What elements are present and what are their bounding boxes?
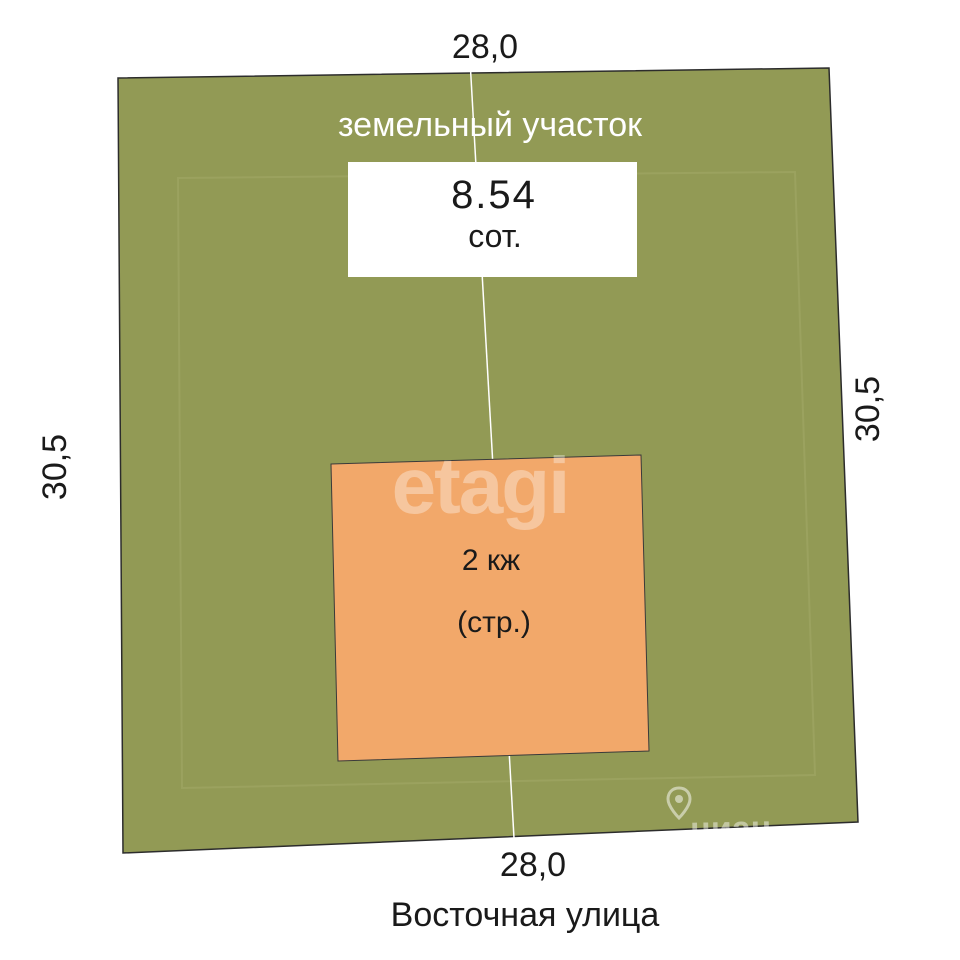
plot-title: земельный участок bbox=[337, 106, 643, 144]
dimension-right: 30,5 bbox=[849, 375, 887, 443]
house-footprint bbox=[330, 454, 650, 762]
location-pin-icon bbox=[666, 786, 692, 820]
house-label: 2 кж bbox=[461, 544, 521, 577]
area-value: 8.54 bbox=[451, 173, 537, 217]
etagi-watermark: etagi bbox=[391, 441, 571, 530]
dimension-left: 30,5 bbox=[36, 433, 74, 501]
house-status: (стр.) bbox=[457, 606, 531, 639]
street-name: Восточная улица bbox=[390, 896, 660, 934]
dimension-top: 28,0 bbox=[451, 28, 519, 66]
area-box bbox=[348, 162, 637, 277]
area-unit: сот. bbox=[468, 218, 522, 254]
dimension-bottom: 28,0 bbox=[499, 846, 567, 884]
cian-watermark: циан bbox=[689, 809, 772, 849]
